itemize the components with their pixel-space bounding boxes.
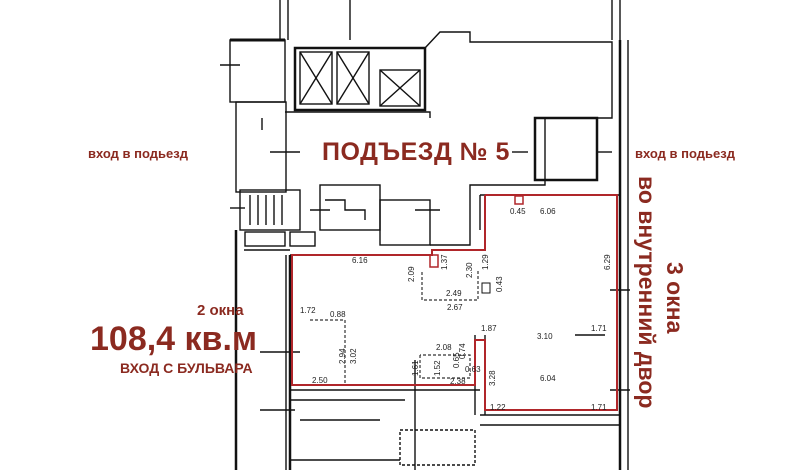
dim-label: 2.67 (447, 303, 463, 312)
entrance-title: ПОДЪЕЗД № 5 (322, 138, 510, 166)
dim-label: 2.30 (465, 262, 474, 278)
area-label: 108,4 кв.м (90, 320, 258, 358)
dim-label: 2.94 (338, 348, 347, 364)
dim-label: 6.16 (352, 256, 368, 265)
small-fixture (481, 282, 491, 294)
dim-label: 1.29 (481, 254, 490, 270)
dim-label: 0.43 (495, 276, 504, 292)
dim-label: 3.28 (488, 370, 497, 386)
dim-label: 1.87 (481, 324, 497, 333)
column-marker (429, 254, 439, 268)
windows-right-label: 3 окна (662, 262, 688, 334)
dim-label: 1.72 (300, 306, 316, 315)
dim-label: 2.08 (436, 343, 452, 352)
dim-label: 6.04 (540, 374, 556, 383)
dim-label: 0.45 (510, 207, 526, 216)
dim-label: 2.50 (312, 376, 328, 385)
dim-label: 1.22 (490, 403, 506, 412)
dim-label: 0.65 (452, 352, 461, 368)
dim-label: 1.71 (591, 403, 607, 412)
boulevard-entry-label: ВХОД С БУЛЬВАРА (120, 360, 253, 376)
dim-label: 3.10 (537, 332, 553, 341)
dim-label: 1.37 (440, 254, 449, 270)
dim-label: 0.63 (465, 365, 481, 374)
niche-marker (514, 195, 524, 205)
building-walls (220, 0, 630, 470)
dim-label: 0.88 (330, 310, 346, 319)
dim-label: 2.49 (446, 289, 462, 298)
dim-label: 2.09 (407, 266, 416, 282)
courtyard-label: во внутренний двор (634, 176, 660, 409)
dim-label: 3.02 (349, 348, 358, 364)
dimension-labels: 0.45 6.06 6.16 6.29 1.37 2.09 2.30 1.29 … (300, 207, 612, 412)
apartment-outline (291, 194, 618, 411)
windows-left-label: 2 окна (197, 302, 244, 319)
dim-label: 2.38 (450, 377, 466, 386)
dim-label: 6.29 (603, 254, 612, 270)
dim-label: 0.74 (458, 343, 467, 359)
dim-label: 1.71 (591, 324, 607, 333)
dim-label: 1.61 (411, 360, 420, 376)
dashed-partitions (310, 270, 479, 385)
entry-label-right: вход в подьезд (635, 146, 735, 161)
dim-label: 6.06 (540, 207, 556, 216)
entry-label-left: вход в подьезд (88, 146, 188, 161)
dim-label: 1.52 (433, 360, 442, 376)
